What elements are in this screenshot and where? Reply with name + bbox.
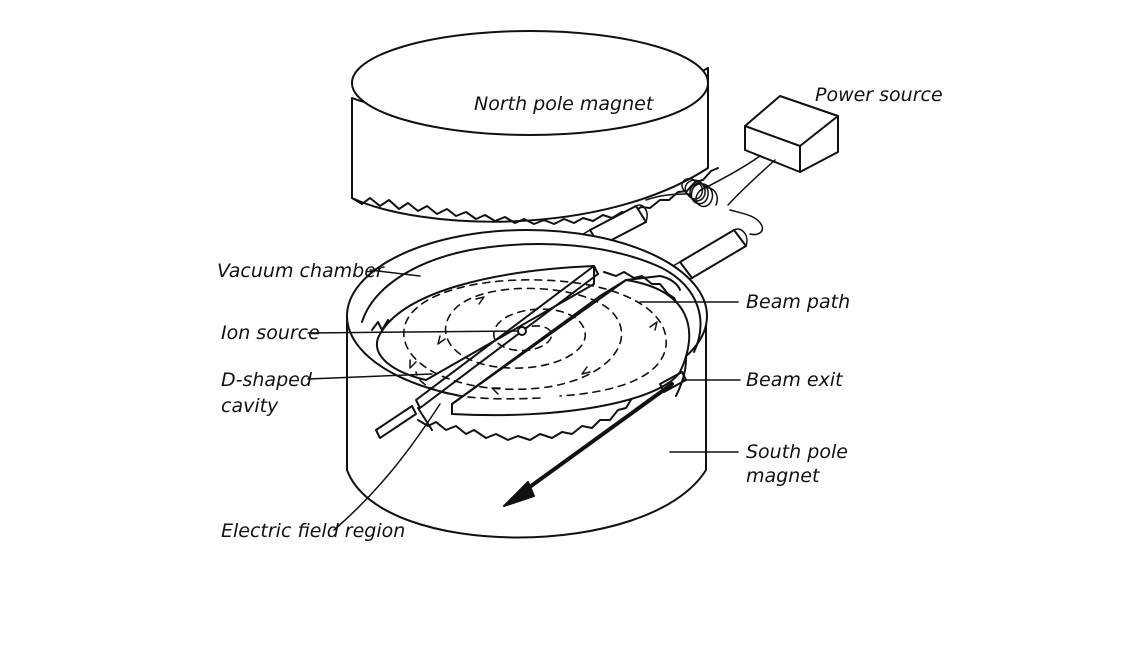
power-source: Power source (744, 84, 943, 173)
beam-path (403, 279, 667, 400)
ion-source (517, 326, 527, 336)
exit-beam-arrow (503, 382, 674, 507)
south-pole-magnet-label-line2: magnet (746, 465, 821, 487)
inlet-tube (375, 405, 417, 439)
north-pole-magnet-label: North pole magnet (474, 93, 655, 115)
d-shaped-cavity-label-line2: cavity (221, 395, 279, 417)
ion-source-label: Ion source (221, 322, 320, 344)
beam-path-label: Beam path (746, 291, 850, 313)
callout-labels: Vacuum chamber Ion source D-shaped cavit… (217, 260, 850, 542)
leader-lines (307, 269, 741, 531)
d-shaped-cavity-label-line1: D-shaped (221, 369, 313, 391)
power-source-label: Power source (815, 84, 943, 106)
beam-exit-label: Beam exit (746, 369, 844, 391)
south-pole-magnet-label-line1: South pole (746, 441, 848, 463)
vacuum-chamber-label: Vacuum chamber (217, 260, 385, 282)
north-pole-magnet: North pole magnet (351, 30, 719, 225)
electric-field-region-label: Electric field region (221, 520, 405, 542)
